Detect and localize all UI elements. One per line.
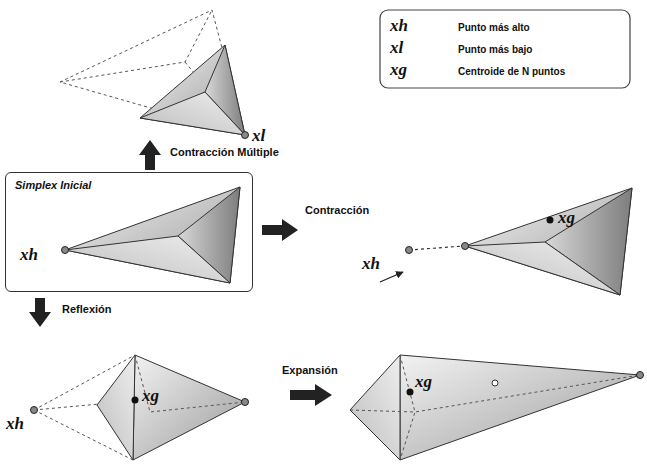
point-symbol: xh — [20, 245, 38, 265]
operation-label: Contracción — [305, 204, 369, 216]
point-symbol: xg — [415, 372, 432, 392]
simplex-box: Simplex Inicial xh — [5, 172, 253, 292]
point-symbol: xl — [252, 126, 265, 146]
initial-simplex-figure — [62, 187, 241, 283]
multiple-contraction-figure — [60, 10, 249, 139]
point-symbol: xg — [558, 208, 575, 228]
point-symbol: xg — [142, 386, 159, 406]
box-heading: Simplex Inicial — [15, 179, 91, 191]
point-symbol: xl — [390, 38, 403, 58]
point-symbol: xh — [6, 414, 24, 434]
operation-label: Reflexión — [62, 303, 112, 315]
reflection-figure — [31, 355, 249, 460]
legend-text: Punto más bajo — [458, 44, 532, 55]
contraction-figure — [380, 188, 632, 295]
expansion-figure — [350, 355, 644, 460]
legend-text: Punto más alto — [458, 22, 530, 33]
operation-label: Expansión — [282, 364, 338, 376]
point-symbol: xh — [362, 254, 380, 274]
legend-text: Centroide de N puntos — [458, 66, 565, 77]
point-symbol: xh — [390, 16, 408, 36]
point-symbol: xg — [390, 60, 407, 80]
operation-label: Contracción Múltiple — [170, 146, 279, 158]
legend-box — [380, 10, 630, 88]
